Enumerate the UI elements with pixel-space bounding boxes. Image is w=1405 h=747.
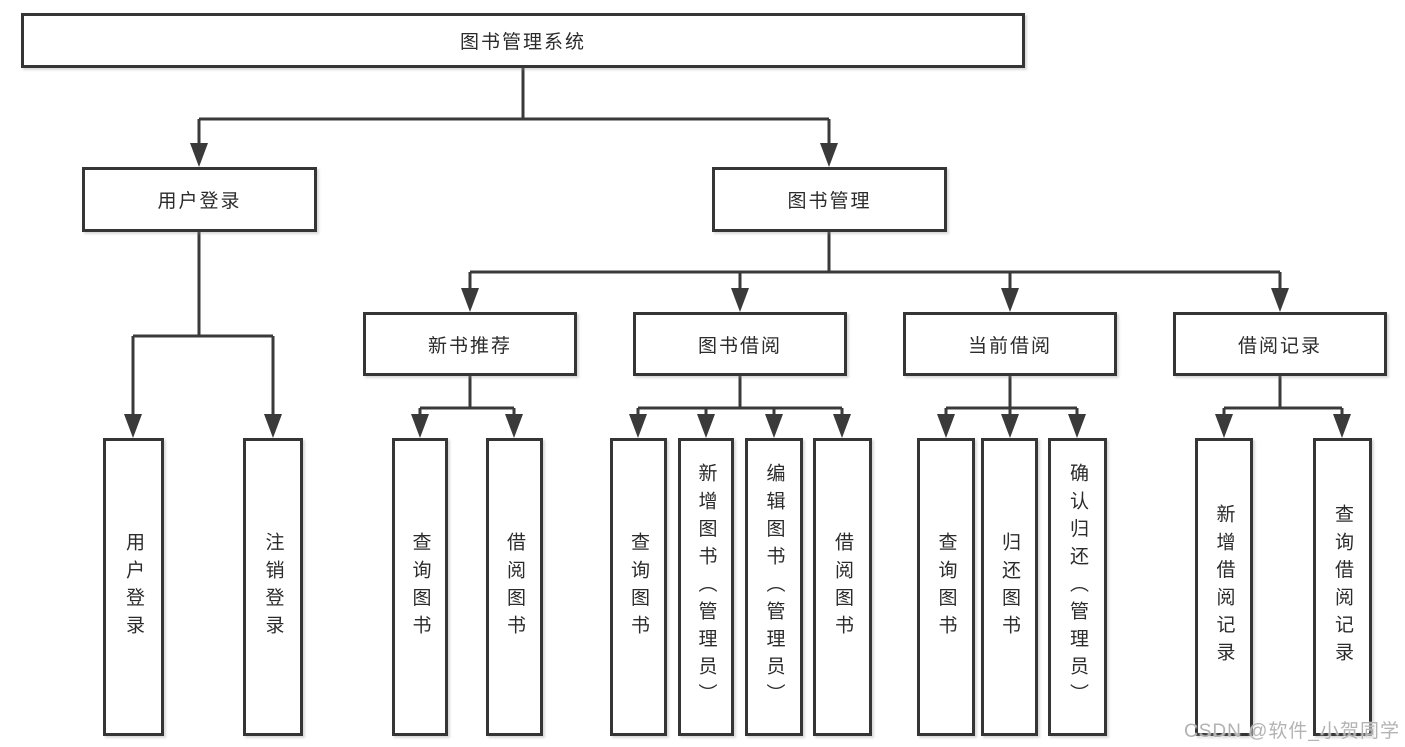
node-user-login-label: 用户登录 — [157, 191, 242, 212]
leaf-login-label: 用户登录 — [123, 531, 144, 643]
arrow-down-icon — [264, 414, 282, 438]
node-book-borrow: 图书借阅 — [633, 312, 847, 376]
leaf-records-query-record-label: 查询借阅记录 — [1332, 504, 1353, 670]
leaf-login: 用户登录 — [103, 438, 164, 736]
arrow-down-icon — [1068, 414, 1086, 438]
arrow-down-icon — [937, 414, 955, 438]
arrow-down-icon — [124, 414, 142, 438]
watermark: CSDN @软件_小贺同学 — [1184, 721, 1400, 742]
leaf-borrow-edit-books-admin: 编辑图书（管理员） — [745, 438, 803, 736]
node-borrow-records: 借阅记录 — [1173, 312, 1387, 376]
arrow-down-icon — [1271, 288, 1289, 312]
node-current-borrow: 当前借阅 — [903, 312, 1117, 376]
node-root: 图书管理系统 — [21, 13, 1025, 68]
leaf-current-confirm-return-admin: 确认归还（管理员） — [1048, 438, 1107, 736]
leaf-recommend-borrow-books-label: 借阅图书 — [504, 531, 525, 643]
node-book-borrow-label: 图书借阅 — [697, 335, 782, 357]
node-current-borrow-label: 当前借阅 — [967, 335, 1052, 357]
leaf-records-add-record-label: 新增借阅记录 — [1213, 504, 1235, 670]
node-root-label: 图书管理系统 — [459, 32, 586, 53]
leaf-borrow-edit-books-admin-label: 编辑图书（管理员） — [763, 463, 785, 711]
leaf-logout-label: 注销登录 — [262, 531, 284, 643]
node-borrow-records-label: 借阅记录 — [1237, 335, 1322, 357]
leaf-borrow-add-books-admin: 新增图书（管理员） — [678, 438, 734, 736]
leaf-records-query-record: 查询借阅记录 — [1313, 438, 1372, 736]
leaf-logout: 注销登录 — [243, 438, 303, 736]
arrow-down-icon — [411, 414, 429, 438]
arrow-down-icon — [1001, 288, 1019, 312]
arrow-down-icon — [1215, 414, 1233, 438]
leaf-borrow-borrow-books: 借阅图书 — [813, 438, 872, 736]
leaf-records-add-record: 新增借阅记录 — [1195, 438, 1253, 736]
arrow-down-icon — [697, 414, 715, 438]
leaf-current-return-books: 归还图书 — [981, 438, 1038, 736]
leaf-borrow-add-books-admin-label: 新增图书（管理员） — [695, 463, 717, 711]
arrow-down-icon — [505, 414, 523, 438]
arrowheads — [124, 143, 1351, 438]
arrow-down-icon — [833, 414, 851, 438]
node-user-login: 用户登录 — [82, 167, 317, 232]
connector-stems — [131, 68, 1344, 418]
arrow-down-icon — [765, 414, 783, 438]
leaf-recommend-query-books-label: 查询图书 — [409, 531, 431, 643]
leaf-recommend-borrow-books: 借阅图书 — [486, 438, 543, 736]
arrow-down-icon — [820, 143, 838, 167]
leaf-current-confirm-return-admin-label: 确认归还（管理员） — [1067, 463, 1088, 711]
node-book-mgmt-label: 图书管理 — [787, 191, 872, 212]
arrow-down-icon — [731, 288, 749, 312]
arrow-down-icon — [461, 288, 479, 312]
arrow-down-icon — [629, 414, 647, 438]
arrow-down-icon — [1001, 414, 1019, 438]
leaf-recommend-query-books: 查询图书 — [392, 438, 448, 736]
leaf-current-query-books: 查询图书 — [917, 438, 975, 736]
node-book-mgmt: 图书管理 — [712, 167, 947, 232]
leaf-borrow-borrow-books-label: 借阅图书 — [832, 531, 853, 643]
node-new-book-recommend-label: 新书推荐 — [427, 335, 512, 357]
arrow-down-icon — [1333, 414, 1351, 438]
arrow-down-icon — [190, 143, 208, 167]
node-new-book-recommend: 新书推荐 — [363, 312, 577, 376]
leaf-current-query-books-label: 查询图书 — [935, 531, 957, 643]
leaf-borrow-query-books-label: 查询图书 — [628, 531, 649, 643]
leaf-current-return-books-label: 归还图书 — [999, 531, 1020, 643]
leaf-borrow-query-books: 查询图书 — [610, 438, 667, 736]
